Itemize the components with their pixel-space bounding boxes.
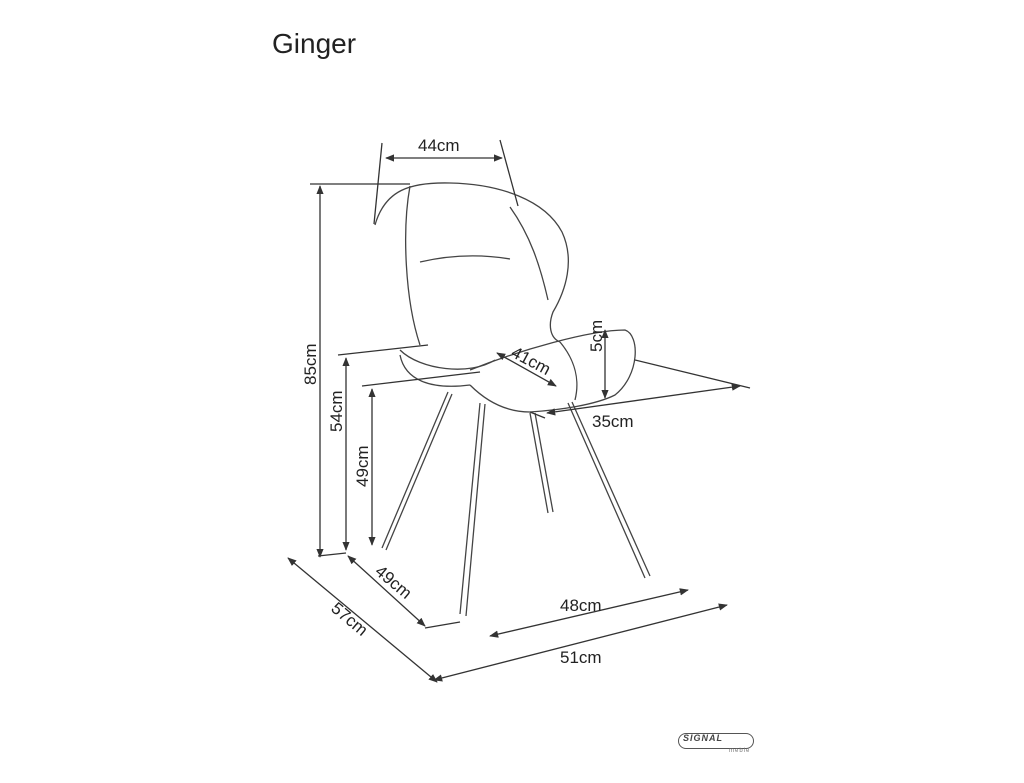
label-total-height: 85cm [301,343,320,385]
seat-cushion-seam [559,341,578,401]
seat-cushion [469,329,636,413]
brand-logo: SIGNAL [683,733,724,743]
leg-back-right [567,401,651,579]
dimension-lines [287,139,751,683]
label-armrest-height: 54cm [327,390,346,432]
label-total-depth: 57cm [327,599,371,640]
product-title: Ginger [272,28,357,59]
label-backrest-width: 44cm [418,136,460,155]
brand-logo-frame [678,733,754,749]
chair-outline [374,182,651,617]
backrest-inner-right [509,206,549,301]
leg-front-left [381,391,453,551]
label-total-width: 51cm [560,648,602,667]
backrest-shell [374,182,569,343]
brand-logo-sub: meble [729,748,751,754]
backrest-inner [405,185,421,346]
leg-back-left [529,412,554,514]
label-seat-height: 49cm [353,445,372,487]
seat-front [399,354,471,387]
label-cushion-thickness: 5cm [587,320,606,352]
leg-front-right [459,402,486,617]
dimension-labels: 44cm 85cm 54cm 49cm 41cm 5cm 35cm 49cm 5… [301,136,634,667]
label-seat-width: 35cm [592,412,634,431]
label-leg-width: 48cm [560,596,602,615]
backrest-seam [419,255,511,263]
